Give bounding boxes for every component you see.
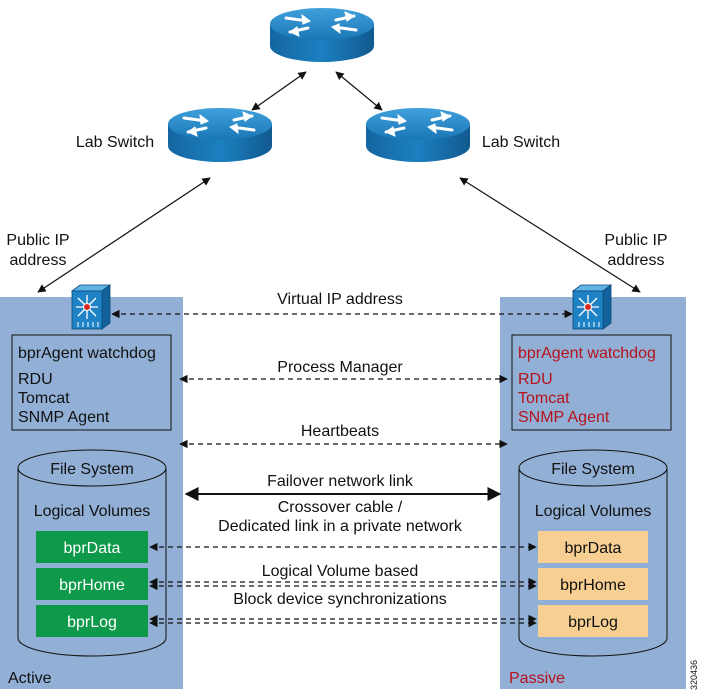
active-volume-bprdata (36, 531, 148, 563)
passive-volume-bprhome (538, 568, 648, 600)
crossover-label-line1: Crossover cable / (278, 499, 403, 516)
passive-server-icon (572, 284, 612, 330)
active-process-snmp: SNMP Agent (18, 409, 110, 426)
virtual-ip-label: Virtual IP address (277, 291, 403, 308)
active-status-label: Active (8, 670, 52, 687)
active-volume-bprdata-label: bprData (64, 540, 121, 557)
lv-sync-label-line1: Logical Volume based (262, 563, 419, 580)
link-core-left (251, 71, 307, 111)
active-watchdog-label: bprAgent watchdog (18, 345, 156, 362)
process-manager-label: Process Manager (277, 359, 403, 376)
link-core-right (335, 71, 383, 111)
active-process-box (11, 334, 172, 431)
public-ip-right-label-line2: address (608, 252, 665, 269)
public-ip-left-label-line2: address (10, 252, 67, 269)
crossover-label-line2: Dedicated link in a private network (218, 518, 463, 535)
link-right-switch-to-passive (459, 177, 641, 293)
passive-logical-volumes-label: Logical Volumes (535, 503, 652, 520)
public-ip-right-label-line1: Public IP (604, 232, 667, 249)
active-volume-bprlog (36, 605, 148, 637)
passive-process-tomcat: Tomcat (518, 390, 570, 407)
failover-link-label: Failover network link (267, 473, 414, 490)
passive-volume-bprhome-label: bprHome (560, 577, 626, 594)
active-process-rdu: RDU (18, 371, 53, 388)
passive-process-rdu: RDU (518, 371, 553, 388)
public-ip-left-label-line1: Public IP (6, 232, 69, 249)
active-process-tomcat: Tomcat (18, 390, 70, 407)
passive-watchdog-label: bprAgent watchdog (518, 345, 656, 362)
link-left-switch-to-active (37, 177, 211, 293)
passive-file-system-label: File System (551, 461, 635, 478)
lab-switch-right-label: Lab Switch (482, 134, 560, 151)
lab-switch-right-icon (364, 106, 472, 164)
figure-id: 320436 (689, 660, 699, 690)
passive-status-label: Passive (509, 670, 565, 687)
passive-volume-bprlog (538, 605, 648, 637)
active-volume-bprhome (36, 568, 148, 600)
lab-switch-left-label: Lab Switch (76, 134, 154, 151)
passive-volume-bprdata-label: bprData (565, 540, 622, 557)
passive-process-snmp: SNMP Agent (518, 409, 610, 426)
lab-switch-left-icon (166, 106, 274, 164)
core-router-icon (268, 6, 376, 64)
active-file-system-label: File System (50, 461, 134, 478)
passive-volume-bprdata (538, 531, 648, 563)
active-server-icon (71, 284, 111, 330)
passive-volume-bprlog-label: bprLog (568, 614, 618, 631)
active-volume-bprhome-label: bprHome (59, 577, 125, 594)
lv-sync-label-line2: Block device synchronizations (233, 591, 446, 608)
heartbeats-label: Heartbeats (301, 423, 379, 440)
active-volume-bprlog-label: bprLog (67, 614, 117, 631)
active-logical-volumes-label: Logical Volumes (34, 503, 151, 520)
passive-process-box (511, 334, 672, 431)
